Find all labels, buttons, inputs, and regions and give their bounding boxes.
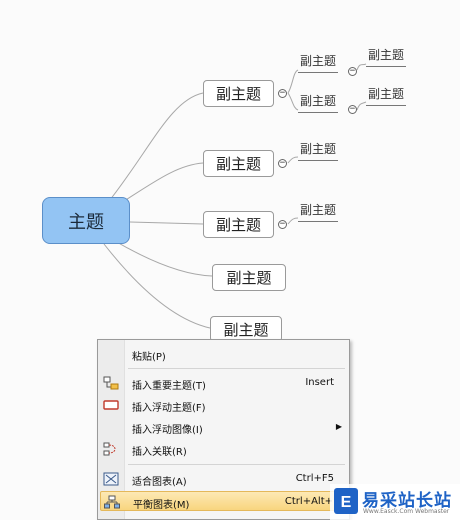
subtopic-4[interactable]: 副主题 xyxy=(212,264,286,291)
menu-item-label: 插入重要主题(T) xyxy=(132,381,206,392)
watermark-logo-icon: E xyxy=(334,488,358,514)
collapse-toggle-icon[interactable]: − xyxy=(278,158,287,168)
subtopic-leaf[interactable]: 副主题 xyxy=(366,85,407,106)
menu-item-shortcut: Insert xyxy=(305,377,334,388)
menu-item-shortcut: Ctrl+F5 xyxy=(295,473,334,484)
subtopic-3[interactable]: 副主题 xyxy=(203,211,274,238)
connector-line xyxy=(356,101,367,111)
watermark-subtext: Www.Easck.Com Webmaster xyxy=(363,508,450,515)
fit-map-icon xyxy=(103,472,119,486)
menu-item-balance-map[interactable]: 平衡图表(M) Ctrl+Alt+ xyxy=(100,491,348,511)
connector-line xyxy=(356,63,367,71)
collapse-toggle-icon[interactable]: − xyxy=(278,88,287,98)
menu-item-shortcut: Ctrl+Alt+ xyxy=(284,496,333,507)
watermark: E 易采站长站 Www.Easck.Com Webmaster xyxy=(330,484,460,520)
main-topic[interactable]: 主题 xyxy=(42,197,130,244)
context-menu: 粘贴(P) 插入重要主题(T) Insert 插入浮动主题(F) 插入浮动图像(… xyxy=(97,339,350,520)
connector-line xyxy=(103,243,211,329)
menu-item-insert-relationship[interactable]: 插入关联(R) xyxy=(100,439,348,459)
subtopic-5[interactable]: 副主题 xyxy=(210,316,282,342)
submenu-arrow-icon: ▶ xyxy=(335,422,342,431)
connector-line xyxy=(109,237,213,277)
subtopic-leaf[interactable]: 副主题 xyxy=(298,52,339,73)
connector-line xyxy=(287,92,299,111)
menu-separator xyxy=(128,464,345,465)
watermark-text: 易采站长站 xyxy=(362,491,452,511)
balance-map-icon xyxy=(104,495,120,509)
insert-topic-icon xyxy=(103,376,119,390)
menu-item-label: 适合图表(A) xyxy=(132,477,187,488)
connector-line xyxy=(129,221,204,225)
relationship-icon xyxy=(103,442,116,456)
menu-item-label: 插入浮动图像(I) xyxy=(132,425,203,436)
connector-line xyxy=(287,156,299,164)
watermark-logo-glyph: E xyxy=(341,494,352,511)
subtopic-leaf[interactable]: 副主题 xyxy=(298,140,339,161)
menu-separator xyxy=(128,368,345,369)
connector-line xyxy=(105,92,204,206)
subtopic-leaf[interactable]: 副主题 xyxy=(298,92,339,113)
menu-item-label: 粘贴(P) xyxy=(132,352,166,363)
subtopic-1[interactable]: 副主题 xyxy=(203,80,274,107)
menu-item-label: 插入关联(R) xyxy=(132,447,187,458)
menu-item-label: 插入浮动主题(F) xyxy=(132,403,206,414)
subtopic-leaf[interactable]: 副主题 xyxy=(366,46,407,67)
menu-item-insert-floating-image[interactable]: 插入浮动图像(I) ▶ xyxy=(100,417,348,437)
menu-icon-gutter xyxy=(98,340,125,519)
floating-topic-icon xyxy=(103,400,119,410)
collapse-toggle-icon[interactable]: − xyxy=(348,104,357,114)
connector-line xyxy=(287,69,299,94)
menu-item-fit-map[interactable]: 适合图表(A) Ctrl+F5 xyxy=(100,469,348,489)
connector-line xyxy=(287,217,299,225)
subtopic-2[interactable]: 副主题 xyxy=(203,150,274,177)
menu-item-paste[interactable]: 粘贴(P) xyxy=(100,344,348,364)
menu-item-insert-floating-topic[interactable]: 插入浮动主题(F) xyxy=(100,395,348,415)
collapse-toggle-icon[interactable]: − xyxy=(278,219,287,229)
collapse-toggle-icon[interactable]: − xyxy=(348,66,357,76)
subtopic-leaf[interactable]: 副主题 xyxy=(298,201,339,222)
menu-item-insert-topic[interactable]: 插入重要主题(T) Insert xyxy=(100,373,348,393)
menu-item-label: 平衡图表(M) xyxy=(133,500,190,511)
